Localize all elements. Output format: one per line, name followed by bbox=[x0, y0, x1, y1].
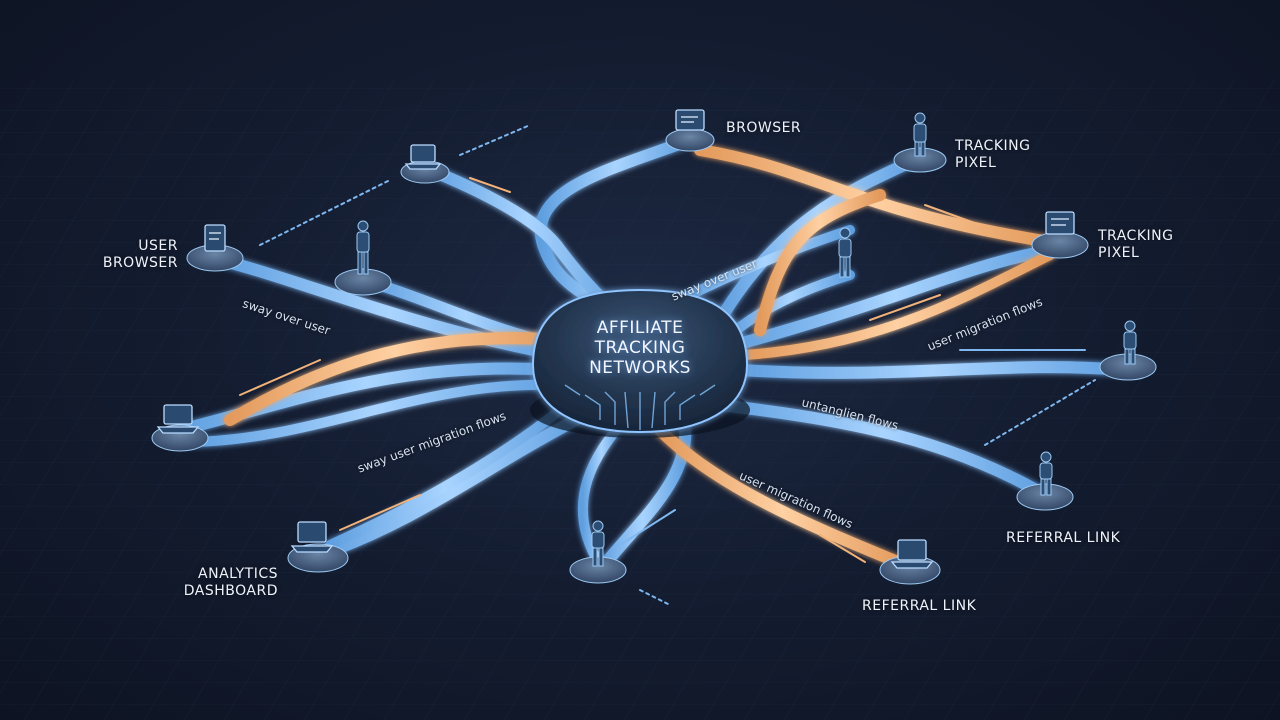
label-tracking-pixel-top-line-1: TRACKING bbox=[955, 138, 1031, 154]
pipes-orange bbox=[224, 144, 1056, 571]
pipe-orange-browser bbox=[694, 144, 1056, 248]
pipe-person-mid bbox=[725, 270, 855, 340]
pipe-orange-center bbox=[754, 189, 886, 336]
label-browser: BROWSER bbox=[726, 120, 802, 136]
label-tracking-pixel-right-line-2: PIXEL bbox=[1098, 245, 1140, 261]
label-user-browser-line-2: BROWSER bbox=[102, 255, 178, 271]
node-browser bbox=[665, 128, 715, 152]
person-icon bbox=[913, 112, 927, 157]
pipe-center-up bbox=[675, 225, 855, 305]
laptop-icon bbox=[156, 404, 200, 434]
laptop-icon bbox=[290, 521, 334, 553]
laptop-icon bbox=[890, 539, 934, 569]
pipes bbox=[174, 134, 1131, 576]
pipe-person-right bbox=[734, 361, 1131, 379]
pipe-analytics-2 bbox=[325, 405, 565, 550]
node-pixel-right bbox=[1031, 231, 1089, 259]
label-analytics-dashboard-line-2: DASHBOARD bbox=[183, 583, 278, 599]
hub-title-line-3: NETWORKS bbox=[589, 358, 691, 378]
label-user-browser-line-1: USER bbox=[138, 238, 178, 254]
circuit-traces bbox=[564, 384, 716, 430]
person-icon bbox=[838, 227, 852, 278]
pipe-orange-left bbox=[224, 332, 566, 426]
label-referral-link-bottom: REFERRAL LINK bbox=[862, 598, 977, 614]
monitor-icon bbox=[675, 109, 705, 131]
person-icon bbox=[591, 520, 605, 567]
pipe-pixel-top bbox=[714, 154, 921, 326]
pipe-analytics bbox=[314, 409, 591, 561]
person-icon bbox=[1123, 320, 1137, 365]
laptop-icon bbox=[404, 144, 442, 170]
browser-window-icon bbox=[204, 224, 226, 252]
label-tracking-pixel-top: TRACKING PIXEL bbox=[955, 138, 1030, 172]
label-tracking-pixel-top-line-2: PIXEL bbox=[955, 155, 997, 171]
label-user-browser: USER BROWSER bbox=[96, 238, 178, 272]
pipe-pixel-right bbox=[729, 244, 1061, 351]
hub bbox=[530, 288, 750, 438]
node-pixel-top bbox=[893, 147, 947, 173]
device-icons bbox=[156, 109, 1075, 569]
label-analytics-dashboard: ANALYTICS DASHBOARD bbox=[180, 566, 278, 600]
hub-title: AFFILIATE TRACKING NETWORKS bbox=[560, 318, 720, 378]
label-tracking-pixel-right-line-1: TRACKING bbox=[1098, 228, 1174, 244]
pipe-orange-right bbox=[740, 250, 1055, 360]
hub-title-line-1: AFFILIATE bbox=[596, 318, 684, 338]
node-person-bottom bbox=[569, 556, 627, 584]
pipe-referral-right bbox=[714, 399, 1051, 501]
person-icon bbox=[356, 220, 370, 275]
label-analytics-dashboard-line-1: ANALYTICS bbox=[198, 566, 278, 582]
label-tracking-pixel-right: TRACKING PIXEL bbox=[1098, 228, 1173, 262]
node-person-left bbox=[334, 268, 392, 296]
person-icon bbox=[1039, 451, 1053, 496]
pipe-laptop-left-2 bbox=[185, 379, 565, 447]
flow-streaks bbox=[239, 124, 1096, 606]
person-icons bbox=[356, 112, 1137, 567]
hub-title-line-2: TRACKING bbox=[594, 338, 686, 358]
pipe-orange-bottom bbox=[654, 424, 911, 571]
label-referral-link-right: REFERRAL LINK bbox=[1006, 530, 1121, 546]
monitor-icon bbox=[1045, 211, 1075, 235]
